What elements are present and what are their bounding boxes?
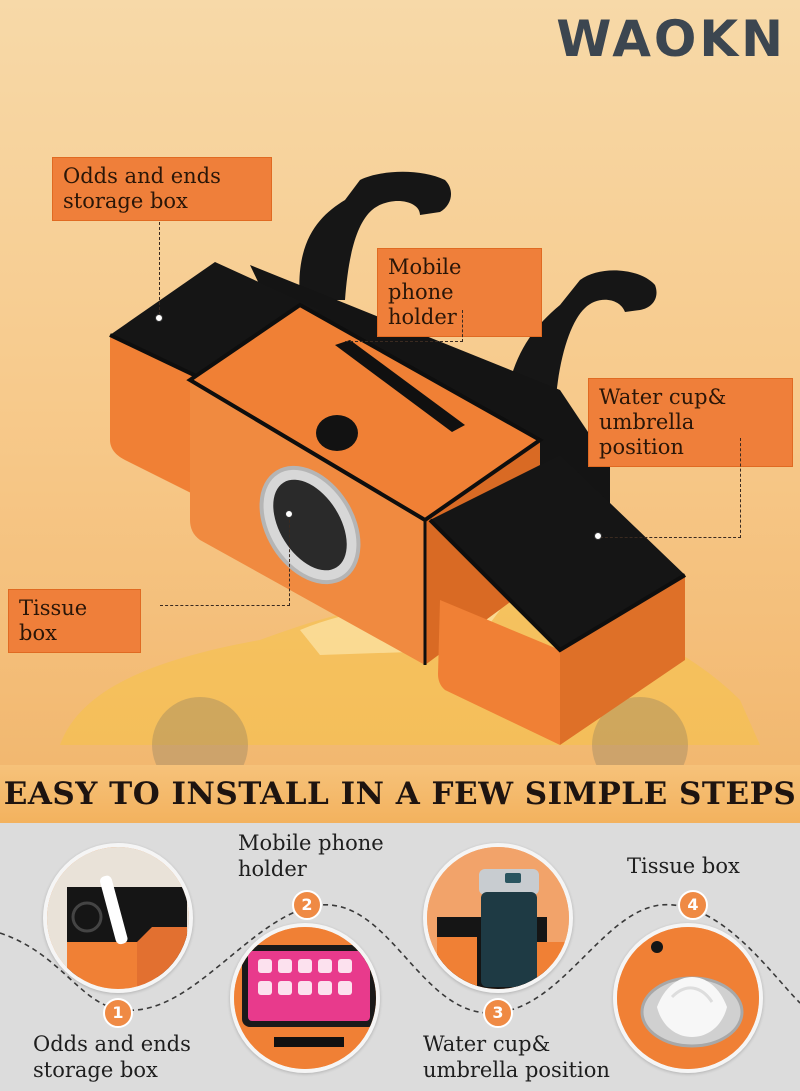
steps-banner: EASY TO INSTALL IN A FEW SIMPLE STEPS [0,765,800,823]
brand-logo: WAOKN [556,10,786,68]
step-2-label-line-1: Mobile phone [238,831,384,855]
callout-phone-line-2: holder [388,305,457,329]
leader-line-phone [462,310,463,342]
steps-section: 1 Odds and ends storage box Mobile phone… [0,823,800,1091]
leader-line-phone-h [345,341,463,342]
step-4-image [613,923,763,1073]
step-2-image [230,923,380,1073]
product-hero: WAOKN Odds and ends storage box [0,0,800,765]
tissue-box-illustration [617,927,759,1069]
callout-cup-line-1: Water cup& [599,385,727,409]
step-1-label-line-1: Odds and ends [33,1032,191,1056]
storage-box-illustration [47,847,189,989]
steps-connector-line [0,904,800,1014]
callout-water-cup: Water cup& umbrella position [588,378,793,467]
step-2-label: Mobile phone holder [238,830,384,882]
banner-title: EASY TO INSTALL IN A FEW SIMPLE STEPS [3,776,797,812]
callout-storage-box: Odds and ends storage box [52,157,272,221]
step-1-badge: 1 [103,998,133,1028]
callout-tissue-line: Tissue box [19,596,88,645]
callout-storage-line-2: storage box [63,189,188,213]
callout-storage-line-1: Odds and ends [63,164,221,188]
step-3-badge: 3 [483,998,513,1028]
step-3-label-line-1: Water cup& [423,1032,551,1056]
leader-line-cup [740,438,741,538]
step-3-label: Water cup& umbrella position [423,1031,610,1083]
step-3-image [423,843,573,993]
step-2-label-line-2: holder [238,857,307,881]
step-4-label: Tissue box [627,853,740,879]
callout-phone-holder: Mobile phone holder [377,248,542,337]
phone-holder-illustration [234,927,376,1069]
car-seat-organizer-image [109,171,687,745]
leader-line-tissue-v [289,515,290,606]
water-cup-illustration [427,847,569,989]
marker-dot-storage [155,314,163,322]
step-3-label-line-2: umbrella position [423,1058,610,1082]
step-4-badge: 4 [678,890,708,920]
step-4-label-line-1: Tissue box [627,854,740,878]
step-1-label: Odds and ends storage box [33,1031,191,1083]
marker-dot-cup [594,532,602,540]
step-2-badge: 2 [292,890,322,920]
marker-dot-tissue [285,510,293,518]
leader-line-storage [159,222,160,315]
callout-cup-line-2: umbrella position [599,410,695,459]
leader-line-cup-h [600,537,741,538]
step-1-image [43,843,193,993]
leader-line-tissue [160,605,290,606]
callout-phone-line-1: Mobile phone [388,255,462,304]
step-1-label-line-2: storage box [33,1058,158,1082]
callout-tissue-box: Tissue box [8,589,141,653]
